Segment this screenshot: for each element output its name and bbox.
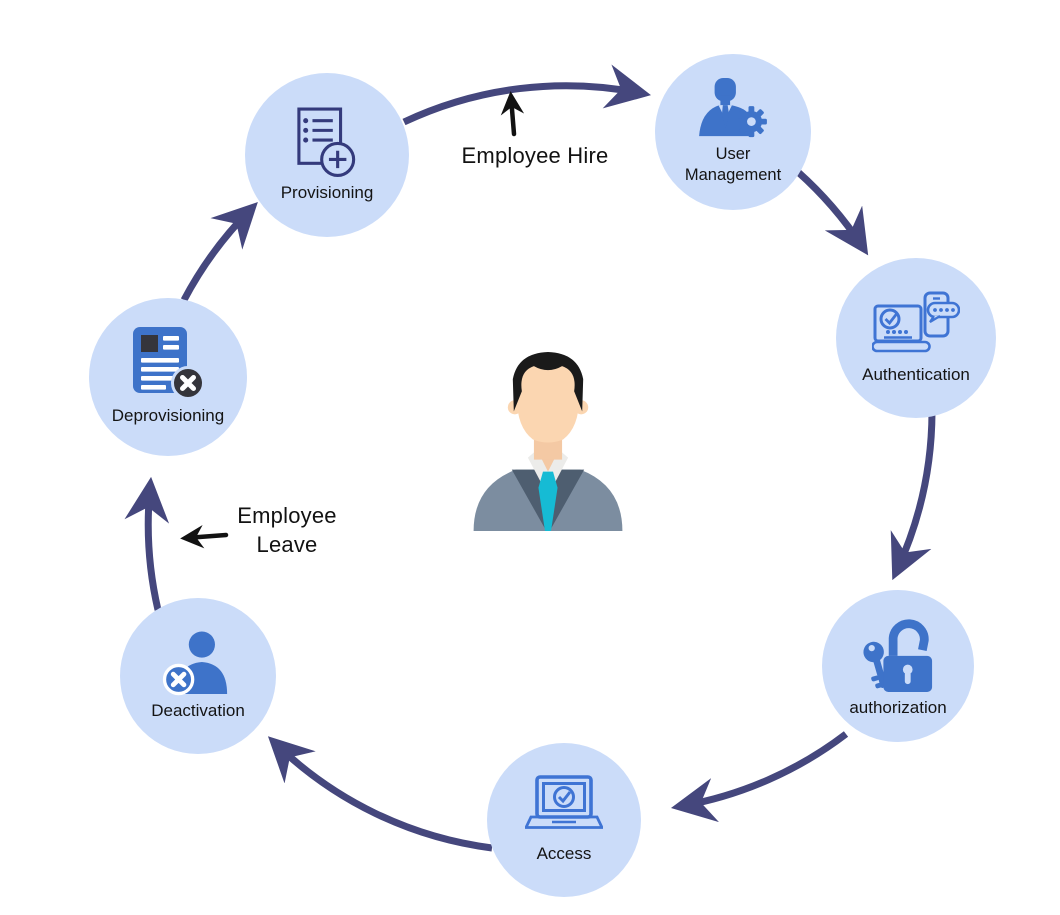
document-remove-icon	[133, 326, 205, 400]
arc-access-to-deactivation	[267, 736, 493, 852]
node-user-management: User Management	[655, 54, 811, 210]
node-label-deactivation: Deactivation	[151, 700, 245, 720]
user-gear-icon	[699, 77, 767, 137]
key-padlock-icon	[863, 619, 933, 692]
arc-deprovisioning-to-provisioning	[180, 202, 258, 302]
businessman-avatar	[473, 352, 623, 531]
node-label-deprovisioning: Deprovisioning	[111, 405, 225, 425]
arc-authorization-to-access	[670, 731, 849, 823]
arc-user-management-to-authentication	[795, 169, 869, 256]
laptop-otp-phone-icon	[872, 291, 960, 353]
node-label-user-management: User Management	[684, 144, 782, 184]
node-authentication: Authentication	[836, 258, 996, 418]
node-label-provisioning: Provisioning	[280, 182, 374, 202]
laptop-check-icon	[525, 775, 603, 829]
employee-leave-arrow	[180, 525, 229, 549]
node-authorization: authorization	[822, 590, 974, 742]
user-remove-icon	[162, 631, 228, 696]
arc-authentication-to-authorization	[890, 411, 936, 581]
arc-provisioning-to-user-management	[402, 64, 651, 126]
document-add-icon	[297, 107, 356, 177]
node-provisioning: Provisioning	[245, 73, 409, 237]
node-label-authorization: authorization	[849, 697, 947, 717]
node-deactivation: Deactivation	[120, 598, 276, 754]
node-access: Access	[487, 743, 641, 897]
node-label-authentication: Authentication	[862, 364, 970, 384]
employee-hire-label: Employee Hire	[461, 143, 609, 168]
employee-hire-arrow	[500, 91, 525, 137]
arc-deactivation-to-deprovisioning	[124, 476, 170, 611]
node-deprovisioning: Deprovisioning	[89, 298, 247, 456]
employee-leave-label: Employee Leave	[237, 503, 337, 557]
node-label-access: Access	[536, 843, 592, 863]
